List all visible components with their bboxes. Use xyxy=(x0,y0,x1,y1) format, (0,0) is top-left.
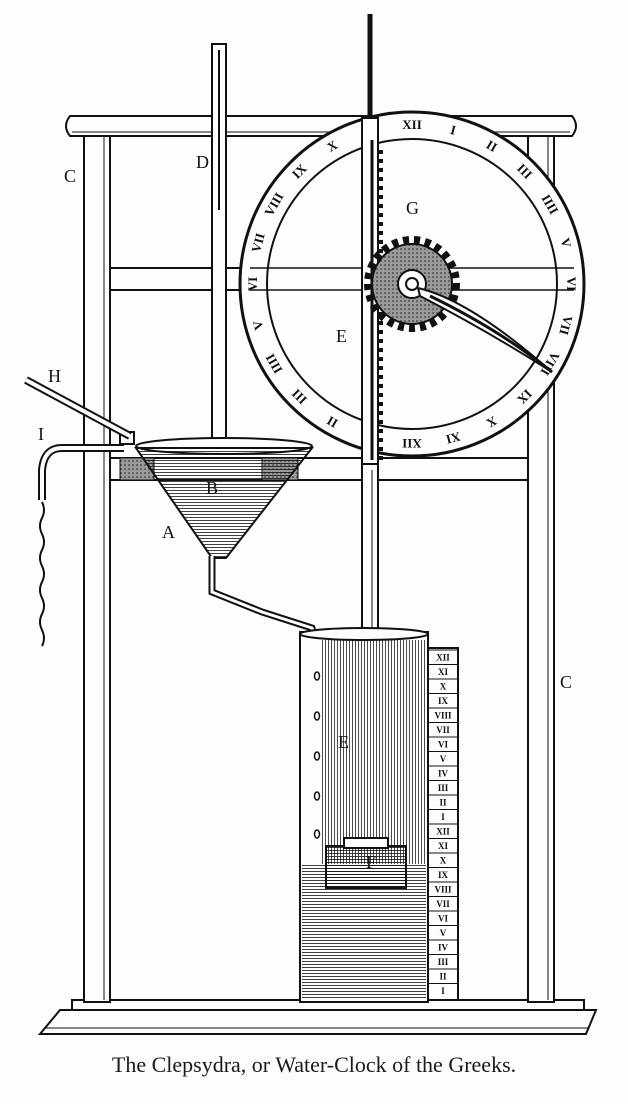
scale-numeral: X xyxy=(440,855,447,865)
water-drop xyxy=(313,671,321,681)
scale-numeral: IX xyxy=(438,696,449,706)
rack-tooth xyxy=(378,168,383,172)
label-h: H xyxy=(48,366,61,386)
scale-numeral: II xyxy=(439,797,447,807)
scale-numeral: VIII xyxy=(434,884,452,894)
label-c-right: C xyxy=(560,672,572,692)
scale-numeral: V xyxy=(440,754,447,764)
inlet-pipe-h xyxy=(24,376,132,440)
rack-tooth xyxy=(378,384,383,388)
rack-tooth xyxy=(378,195,383,199)
dial-numeral: XI xyxy=(444,429,462,447)
scale-numeral: III xyxy=(438,783,449,793)
scale-numeral: XII xyxy=(436,826,450,836)
outlet-pipe xyxy=(208,556,320,645)
dial-numeral: V xyxy=(249,318,266,332)
rack-tooth xyxy=(378,339,383,343)
rack-tooth xyxy=(378,402,383,406)
rack-tooth xyxy=(378,186,383,190)
rack-tooth xyxy=(378,321,383,325)
scale-numeral: VII xyxy=(436,899,450,909)
water-drop xyxy=(313,751,321,761)
scale-numeral: VII xyxy=(436,725,450,735)
scale-numeral: XI xyxy=(438,841,448,851)
scale-numeral: XII xyxy=(436,652,450,662)
rack-tooth xyxy=(378,348,383,352)
dial-numeral: VI xyxy=(245,277,260,291)
scale-numeral: V xyxy=(440,928,447,938)
rod-d xyxy=(204,43,234,446)
water-drops xyxy=(313,671,321,839)
label-e-float: E xyxy=(338,732,349,752)
rack-tooth xyxy=(378,213,383,217)
base-platform xyxy=(37,999,598,1035)
water-drop xyxy=(313,711,321,721)
dial-numeral: VI xyxy=(564,277,579,291)
dial-numeral: VII xyxy=(248,231,268,254)
letter-labels: A B C C D E E F G H I xyxy=(38,152,572,872)
cylinder-vessel xyxy=(299,627,429,1003)
hour-scale: XIIXIXIXVIIIVIIVIVIVIIIIIIXIIXIXIXVIIIVI… xyxy=(427,647,459,1001)
label-e-rack: E xyxy=(336,326,347,346)
rack-tooth xyxy=(378,420,383,424)
rack-tooth xyxy=(378,438,383,442)
figure-caption: The Clepsydra, or Water-Clock of the Gre… xyxy=(111,1052,517,1077)
rack-tooth xyxy=(378,222,383,226)
label-f: F xyxy=(366,852,376,872)
water-drop xyxy=(313,791,321,801)
scale-numeral: III xyxy=(438,957,449,967)
label-b: B xyxy=(206,478,218,498)
scale-numeral: X xyxy=(440,681,447,691)
scale-numeral: I xyxy=(441,812,445,822)
rack-tooth xyxy=(378,366,383,370)
pinion-gear xyxy=(364,236,460,332)
rack-tooth xyxy=(378,429,383,433)
scale-numeral: IV xyxy=(438,942,449,952)
scale-numeral: VI xyxy=(438,739,448,749)
scale-numeral: XI xyxy=(438,667,448,677)
label-c-left: C xyxy=(64,166,76,186)
rack-tooth xyxy=(378,411,383,415)
dial-numeral: XII xyxy=(402,436,422,451)
rack-tooth xyxy=(378,357,383,361)
label-g: G xyxy=(406,198,419,218)
scale-numeral: IX xyxy=(438,870,449,880)
label-a: A xyxy=(162,522,175,542)
overflow-pipe-i xyxy=(38,444,124,647)
dial-numeral: VII xyxy=(556,314,576,337)
rack-tooth xyxy=(378,150,383,154)
dial-numeral: V xyxy=(558,236,575,250)
scale-numeral: IV xyxy=(438,768,449,778)
rack-tooth xyxy=(378,204,383,208)
rack-tooth xyxy=(378,177,383,181)
clock-hand xyxy=(416,286,553,374)
float-f xyxy=(325,837,407,889)
rack-tooth xyxy=(378,240,383,244)
funnel xyxy=(119,431,315,559)
rack-tooth xyxy=(378,159,383,163)
water-drop xyxy=(313,829,321,839)
dial-numeral: XII xyxy=(402,117,422,132)
rack-bar xyxy=(361,14,383,465)
scale-numeral: I xyxy=(441,986,445,996)
rack-tooth xyxy=(378,249,383,253)
dial-numeral: I xyxy=(449,122,458,138)
top-beam xyxy=(65,115,577,137)
scale-numeral: VIII xyxy=(434,710,452,720)
rack-tooth xyxy=(378,375,383,379)
rack-tooth xyxy=(378,330,383,334)
rack-tooth xyxy=(378,447,383,451)
rack-tooth xyxy=(378,456,383,460)
scale-numeral: II xyxy=(439,971,447,981)
rack-tooth xyxy=(378,393,383,397)
rack-tooth xyxy=(378,231,383,235)
label-d: D xyxy=(196,152,209,172)
label-i: I xyxy=(38,424,44,444)
scale-numeral: VI xyxy=(438,913,448,923)
